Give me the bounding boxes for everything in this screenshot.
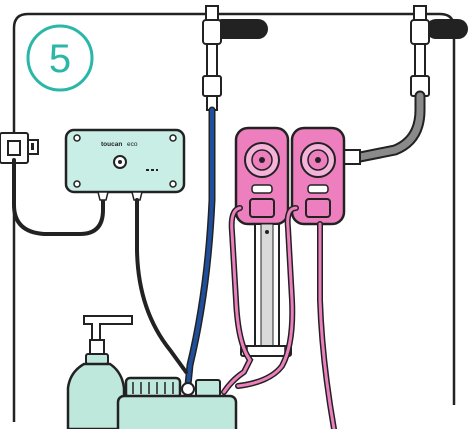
mounting-bracket [240,223,292,357]
controller-cable-gland-left [97,191,109,201]
controller-brand-suffix: eco [127,141,138,148]
pump-nozzle [83,315,133,341]
toucan-eco-controller: toucan eco [64,128,186,201]
controller-status-leds [146,169,158,171]
wall-socket [0,132,39,164]
control-cable [135,198,188,374]
dispenser-right-button[interactable] [305,198,331,218]
controller-cable-gland-right [131,191,143,201]
solution-container [116,376,238,429]
power-cable [12,158,105,236]
left-supply-valve [202,5,268,111]
right-supply-pipe [426,19,468,39]
controller-brand-label: toucan [101,141,122,148]
left-supply-pipe [212,19,268,39]
dispenser-right-label [307,184,329,194]
step-badge: 5 [26,24,94,92]
container-body [116,394,238,429]
dispenser-right [290,126,346,226]
dispenser-left-button[interactable] [249,198,275,218]
dispenser-left-label [251,184,273,194]
pump-bottle-body [66,362,126,429]
soap-pump-bottle [66,315,133,429]
step-number: 5 [49,37,71,81]
dispenser-left [234,126,290,226]
step-badge-circle [26,24,94,92]
bracket-foot [240,345,292,357]
right-supply-valve [410,5,468,97]
